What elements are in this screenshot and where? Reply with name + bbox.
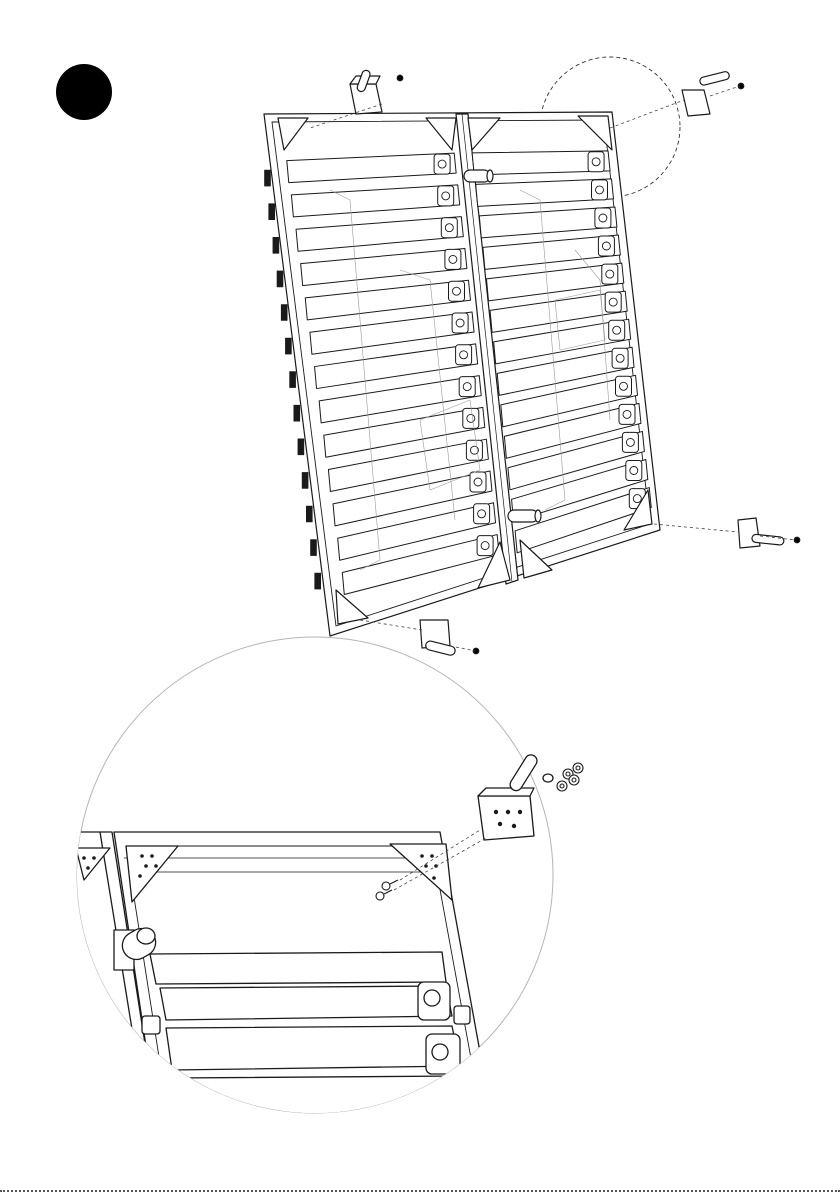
leg-right: [738, 518, 800, 548]
detail-slat-2: [160, 986, 452, 1020]
leg-top-left: [350, 69, 403, 114]
rail-clip: [277, 271, 283, 287]
leg-bottom: [420, 620, 479, 656]
detail-slat-4: [172, 1076, 470, 1124]
rail-clip: [285, 338, 291, 354]
rail-clip: [281, 305, 287, 321]
rail-clip: [302, 472, 308, 488]
slat-holder-clip: [456, 319, 464, 327]
slat-holder-clip: [599, 214, 607, 222]
slat-holder-clip: [467, 414, 475, 422]
slat-holder-clip: [616, 354, 624, 362]
rail-clip: [273, 237, 279, 253]
rail-clip: [290, 372, 296, 388]
detail-slat-1: [150, 952, 446, 984]
slat-holder-clip: [606, 270, 614, 278]
leg-top-right: [682, 71, 744, 116]
slat-holder-clip: [630, 467, 638, 475]
slat-holder-clip: [442, 192, 450, 200]
slat-holder-clip: [609, 298, 617, 306]
detail-view-content: [70, 832, 496, 1140]
center-leg-bottom: [508, 510, 541, 522]
bed-frame: [264, 112, 660, 636]
slat-holder-clip: [463, 383, 471, 391]
slat-holder-clip: [602, 242, 610, 250]
slat-holder-clip: [633, 495, 641, 503]
slat-holder-clip: [592, 158, 600, 166]
rail-clip: [265, 170, 271, 186]
slat-holder-clip: [620, 382, 628, 390]
nut-top-left: [397, 75, 403, 81]
slat-holder-clip: [449, 255, 457, 263]
detail-slat-3: [166, 1026, 460, 1070]
rail-clip: [294, 405, 300, 421]
slat-holder-clip: [445, 224, 453, 232]
slat-holder-clip: [613, 326, 621, 334]
slat-holder-clip: [623, 410, 631, 418]
slat-holder-clip: [481, 542, 489, 550]
slat-holder-clip: [453, 287, 461, 295]
slat-holder-clip: [596, 186, 604, 194]
rail-clip: [311, 540, 317, 556]
center-leg-top: [464, 170, 493, 182]
slat-holder-clip: [438, 160, 446, 168]
rail-clip: [306, 506, 312, 522]
slat-holder-clip: [626, 438, 634, 446]
slat-holder-clip: [474, 478, 482, 486]
rail-clip: [315, 573, 321, 589]
rail-clip: [269, 204, 275, 220]
slat-holder-clip: [478, 510, 486, 518]
rail-clip: [298, 439, 304, 455]
nut-right: [794, 537, 800, 543]
detail-nuts: [557, 763, 583, 791]
slat-holder-clip: [460, 351, 468, 359]
